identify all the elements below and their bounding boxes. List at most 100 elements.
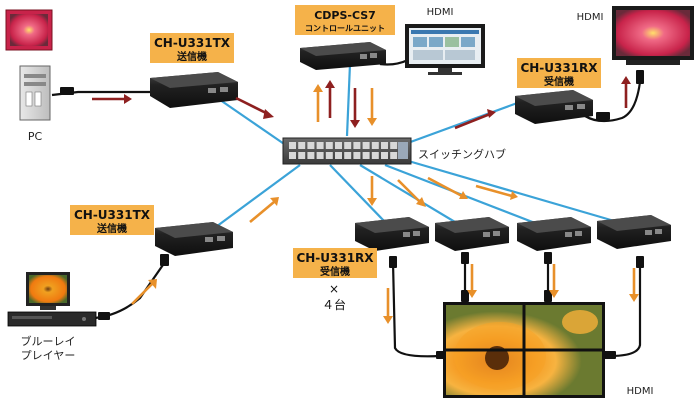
pc-tower-slot (24, 74, 46, 78)
plug (636, 70, 644, 84)
hub-body (282, 137, 412, 165)
plug (98, 312, 110, 320)
monitor-screen (616, 10, 690, 56)
plug (544, 290, 552, 302)
hub-port (362, 152, 370, 159)
arrowhead (313, 84, 323, 92)
pc-monitor-screen (10, 14, 48, 46)
net-line-tx-bottom (204, 164, 301, 236)
pc-tower-panel (34, 91, 42, 107)
arrow-switch-to-rx-top (454, 112, 491, 130)
arrowhead (629, 294, 639, 302)
plug (389, 256, 397, 268)
hub-port (298, 142, 306, 149)
device-top (300, 42, 386, 56)
rx-row-device-1 (355, 217, 429, 251)
arrowhead (124, 94, 132, 104)
controller-monitor: HDMI (405, 7, 485, 75)
rx-top-device (515, 90, 593, 124)
arrowhead (510, 191, 518, 200)
hub-uplink-port (398, 142, 408, 159)
tx-bottom-label: CH-U331TX 送信機 (70, 205, 154, 235)
device-port (575, 231, 582, 236)
device-port (483, 232, 490, 237)
device-top (517, 217, 591, 233)
arrowhead (263, 109, 274, 119)
controller-model: CDPS-CS7 (314, 9, 376, 22)
hub-port (381, 142, 388, 149)
hub-port (316, 142, 324, 149)
net-line-tx-top (209, 92, 291, 149)
arrow-switch-to-rx4 (475, 184, 513, 198)
hub-port (390, 142, 398, 149)
arrowhead (459, 191, 468, 199)
input-arrowheads (124, 76, 631, 128)
monitor-ui-bar (411, 30, 479, 34)
cable-bluray-tx (94, 261, 166, 320)
arrowhead (487, 109, 496, 118)
hub-port (344, 142, 352, 149)
pc-tower-panel (25, 91, 33, 107)
wall-flower-secondary (562, 310, 598, 334)
output-arrowheads (148, 84, 639, 324)
arrowhead (549, 290, 559, 298)
arrow-switch-to-rx2 (397, 179, 421, 203)
arrowhead (383, 316, 393, 324)
arrow-tx-to-switch-bottom (249, 201, 275, 223)
label-box (293, 248, 377, 278)
bluray-player: ブルーレイ プレイヤー (7, 272, 97, 362)
tx-top-model: CH-U331TX (154, 36, 231, 50)
device-port (403, 232, 410, 237)
hub-port (381, 152, 388, 159)
arrow-tx-to-switch (235, 96, 269, 116)
device-top (150, 72, 238, 88)
hub-port (353, 152, 361, 159)
device-port (205, 237, 213, 242)
bluray-screen (29, 275, 67, 303)
rx-top-model: CH-U331RX (520, 61, 598, 75)
switching-hub: スイッチングハブ (282, 137, 506, 165)
device-port (220, 87, 228, 92)
rx-count: ４台 (322, 297, 346, 312)
device-port (655, 229, 662, 234)
bluray-deck-front (12, 316, 52, 319)
network-lines (204, 63, 629, 236)
arrowhead (325, 80, 335, 88)
pc-tower-slot (24, 82, 46, 86)
arrowhead (367, 118, 377, 126)
bluray-base (40, 306, 56, 310)
device-top (597, 215, 671, 231)
monitor-ui-tile (445, 50, 475, 60)
arrow-switch-to-rx3 (427, 176, 463, 198)
hub-port (344, 152, 352, 159)
arrowhead (621, 76, 631, 84)
top-right-monitor: HDMI (577, 6, 694, 65)
tx-bottom-role: 送信機 (96, 222, 127, 235)
rx-row-device-3 (517, 217, 591, 251)
controller-label: CDPS-CS7 コントロールユニット (295, 5, 395, 35)
hub-port (335, 152, 342, 159)
monitor-ui-tile (429, 37, 443, 47)
controller-hdmi-label: HDMI (427, 7, 454, 18)
tx-bottom-device (155, 222, 233, 256)
hub-port (307, 142, 315, 149)
rx-bottom-role: 受信機 (320, 265, 350, 278)
monitor-stand (438, 68, 452, 72)
monitor-ui-tile (461, 37, 475, 47)
monitor-stand (626, 60, 680, 65)
switch-label: スイッチングハブ (418, 147, 506, 161)
output-arrows (131, 88, 636, 318)
device-port (577, 104, 585, 109)
hub-port (289, 142, 296, 149)
plug (604, 351, 616, 359)
arrow-bluray-to-tx (131, 283, 153, 305)
controller-role: コントロールユニット (305, 24, 385, 33)
bluray-label-line1: ブルーレイ (21, 334, 76, 348)
hub-port (298, 152, 306, 159)
tx-top-label: CH-U331TX 送信機 (150, 33, 234, 63)
arrowhead (350, 120, 360, 128)
arrowhead (467, 290, 477, 298)
hub-port (307, 152, 315, 159)
wall-hdmi-label: HDMI (627, 386, 654, 397)
